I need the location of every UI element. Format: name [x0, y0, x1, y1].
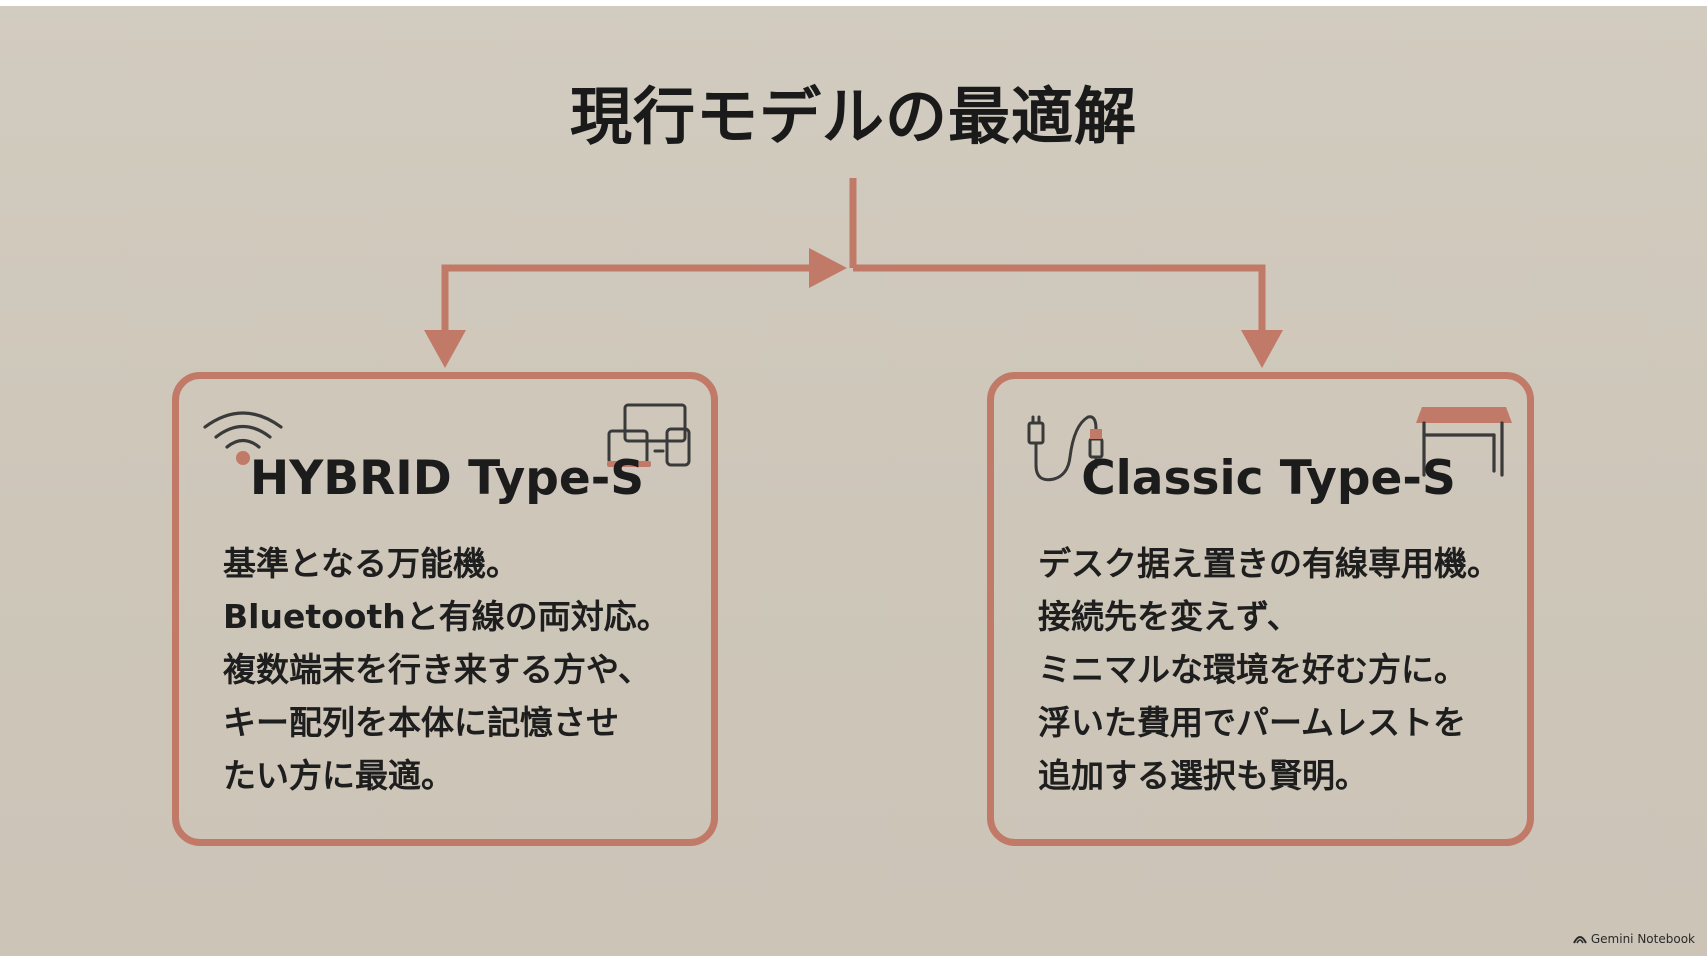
description-line: 浮いた費用でパームレストを: [1038, 703, 1467, 742]
option-title: Classic Type-S: [1081, 451, 1456, 506]
description-line: 複数端末を行き来する方や、: [223, 650, 652, 689]
option-title: HYBRID Type-S: [249, 451, 645, 506]
connector-left-branch: [441, 264, 814, 348]
connector-right-branch: [853, 264, 1266, 334]
connector-mid-arrowhead: [809, 248, 847, 288]
description-line: キー配列を本体に記憶させ: [223, 703, 619, 742]
watermark: Gemini Notebook: [1572, 932, 1695, 946]
option-card-classic: Classic Type-S デスク据え置きの有線専用機。 接続先を変えず、 ミ…: [987, 372, 1534, 846]
page-title: 現行モデルの最適解: [569, 80, 1137, 153]
watermark-text: Gemini Notebook: [1590, 932, 1695, 946]
usb-cable-icon: [1027, 415, 1104, 482]
description-line: たい方に最適。: [223, 756, 454, 795]
description-line: デスク据え置きの有線専用機。: [1038, 544, 1500, 583]
description-line: 接続先を変えず、: [1038, 597, 1300, 636]
connector-right-arrowhead: [1241, 330, 1283, 368]
option-description: デスク据え置きの有線専用機。 接続先を変えず、 ミニマルな環境を好む方に。 浮い…: [1038, 537, 1500, 802]
multi-device-icon: [607, 403, 691, 467]
top-edge: [0, 0, 1707, 6]
description-line: Bluetoothと有線の両対応。: [223, 597, 670, 636]
bottom-edge: [0, 956, 1707, 960]
desk-icon: [1416, 407, 1512, 477]
description-line: 基準となる万能機。: [223, 544, 520, 583]
connector-left-arrowhead: [424, 330, 466, 368]
option-card-hybrid: HYBRID Type-S 基準となる万能機。 Bluetoothと有線の両対応…: [172, 372, 718, 846]
notebook-logo-icon: [1572, 936, 1587, 944]
description-line: ミニマルな環境を好む方に。: [1038, 650, 1467, 689]
wifi-icon: [203, 411, 283, 465]
option-description: 基準となる万能機。 Bluetoothと有線の両対応。 複数端末を行き来する方や…: [223, 537, 670, 802]
description-line: 追加する選択も賢明。: [1038, 756, 1368, 795]
